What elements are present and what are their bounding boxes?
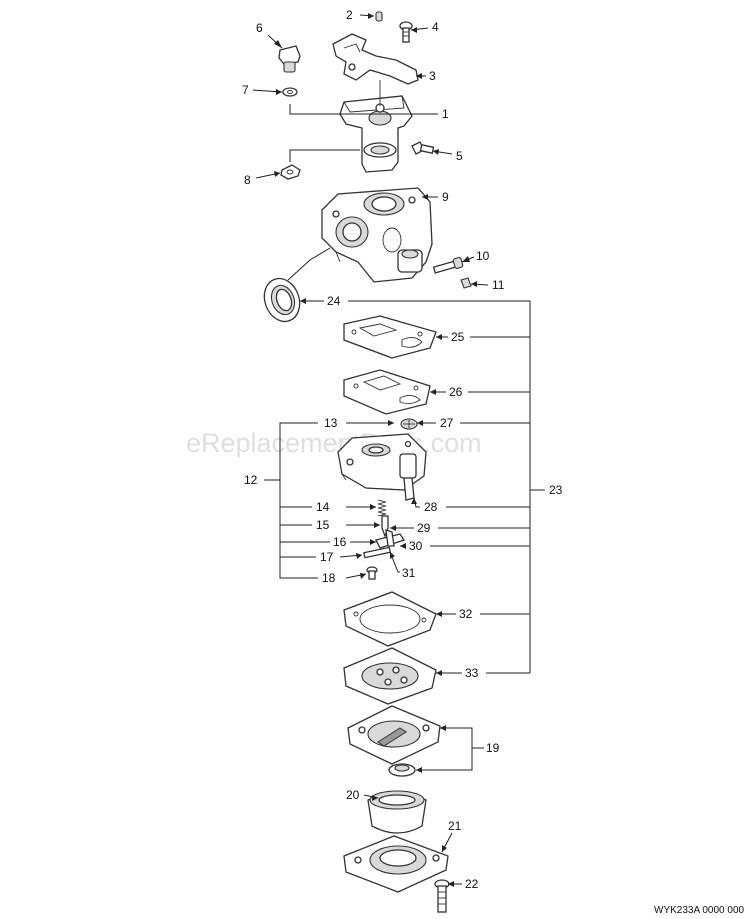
callout-31: 31 — [402, 566, 416, 580]
part-25-gasket[interactable] — [343, 315, 437, 359]
part-4-screw[interactable] — [399, 21, 413, 43]
part-18-screw[interactable] — [366, 566, 378, 580]
callout-32: 32 — [459, 607, 473, 621]
callout-11: 11 — [492, 278, 505, 292]
part-12-pump-body[interactable] — [337, 433, 427, 501]
callout-16: 16 — [333, 535, 347, 549]
part-10-screw[interactable] — [432, 257, 464, 274]
callout-2: 2 — [346, 8, 353, 22]
callout-12: 12 — [244, 473, 258, 487]
part-19-pump-cover[interactable] — [347, 705, 441, 777]
part-24-seal[interactable] — [259, 274, 306, 327]
callout-24: 24 — [327, 294, 341, 308]
callout-6: 6 — [256, 21, 263, 35]
callout-18: 18 — [322, 571, 336, 585]
part-9-carburetor-body[interactable] — [321, 187, 433, 283]
callout-3: 3 — [429, 69, 436, 83]
part-2-pin[interactable] — [375, 11, 383, 22]
part-1-throttle-body[interactable] — [339, 80, 413, 173]
callout-9: 9 — [442, 190, 449, 204]
part-27-screen[interactable] — [400, 418, 418, 430]
callout-1: 1 — [442, 107, 449, 121]
watermark: eReplacementParts.com — [186, 428, 482, 458]
callout-14: 14 — [316, 500, 330, 514]
part-33-diaphragm[interactable] — [343, 647, 437, 705]
callout-21: 21 — [448, 819, 462, 833]
callout-20: 20 — [346, 788, 360, 802]
callout-10: 10 — [476, 249, 490, 263]
part-22-bolt[interactable] — [434, 879, 450, 913]
callout-25: 25 — [451, 330, 465, 344]
part-3-lever-plate[interactable] — [332, 33, 419, 85]
callout-28: 28 — [424, 500, 438, 514]
callout-29: 29 — [417, 521, 431, 535]
part-5-screw[interactable] — [411, 141, 435, 155]
callout-30: 30 — [409, 539, 423, 553]
callout-17: 17 — [320, 550, 334, 564]
part-21-cover-plate[interactable] — [343, 835, 449, 893]
callout-5: 5 — [456, 149, 463, 163]
part-17-pin[interactable] — [363, 546, 392, 559]
leader-arrows — [274, 13, 477, 887]
part-32-gasket[interactable] — [343, 591, 437, 647]
part-20-primer-bulb[interactable] — [367, 790, 427, 834]
part-26-diaphragm[interactable] — [343, 369, 431, 415]
drawing-code: WYK233A 0000 000 — [654, 905, 745, 916]
part-6-screw[interactable] — [278, 45, 301, 73]
callout-13: 13 — [324, 416, 338, 430]
callout-26: 26 — [449, 385, 463, 399]
callout-15: 15 — [316, 518, 330, 532]
callout-22: 22 — [465, 877, 479, 891]
part-11-cap[interactable] — [460, 277, 472, 289]
callout-4: 4 — [432, 20, 439, 34]
part-14-spring[interactable] — [377, 499, 387, 517]
part-16-lever[interactable] — [375, 529, 406, 549]
part-7-washer[interactable] — [282, 87, 298, 97]
part-8-nut[interactable] — [280, 164, 301, 180]
callout-23: 23 — [549, 483, 563, 497]
callout-8: 8 — [244, 173, 251, 187]
callout-labels: 1 2 3 4 5 6 7 8 9 10 11 12 13 14 15 16 1… — [242, 8, 563, 891]
callout-7: 7 — [242, 83, 249, 97]
callout-27: 27 — [440, 416, 454, 430]
callout-19: 19 — [486, 741, 500, 755]
callout-33: 33 — [465, 666, 479, 680]
